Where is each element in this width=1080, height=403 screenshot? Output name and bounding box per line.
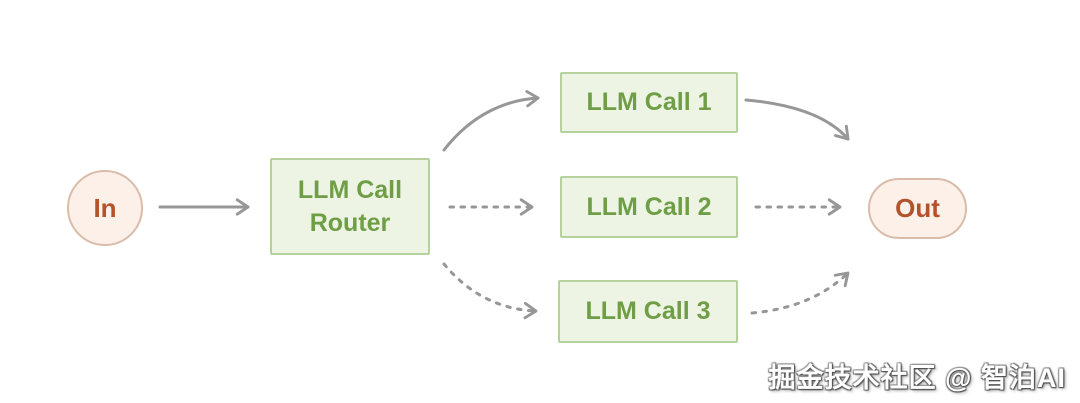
node-in-label: In (93, 192, 117, 223)
node-llm-call-3: LLM Call 3 (558, 280, 738, 343)
watermark-text: 掘金技术社区 @ 智泊AI (768, 363, 1066, 393)
node-call2-label: LLM Call 2 (586, 192, 712, 221)
edge-call1-out (744, 98, 850, 141)
edge-router-call3 (442, 262, 538, 320)
node-llm-call-1: LLM Call 1 (560, 72, 738, 133)
node-llm-call-router: LLM Call Router (270, 158, 430, 255)
node-router-label: LLM Call Router (297, 176, 403, 237)
node-out-label: Out (895, 193, 940, 223)
node-in: In (67, 170, 143, 246)
edge-call3-out (750, 271, 850, 315)
node-call3-label: LLM Call 3 (585, 297, 711, 326)
edge-router-call1 (442, 90, 540, 152)
node-call1-label: LLM Call 1 (586, 88, 712, 117)
node-out: Out (868, 178, 967, 239)
node-llm-call-2: LLM Call 2 (560, 176, 738, 238)
